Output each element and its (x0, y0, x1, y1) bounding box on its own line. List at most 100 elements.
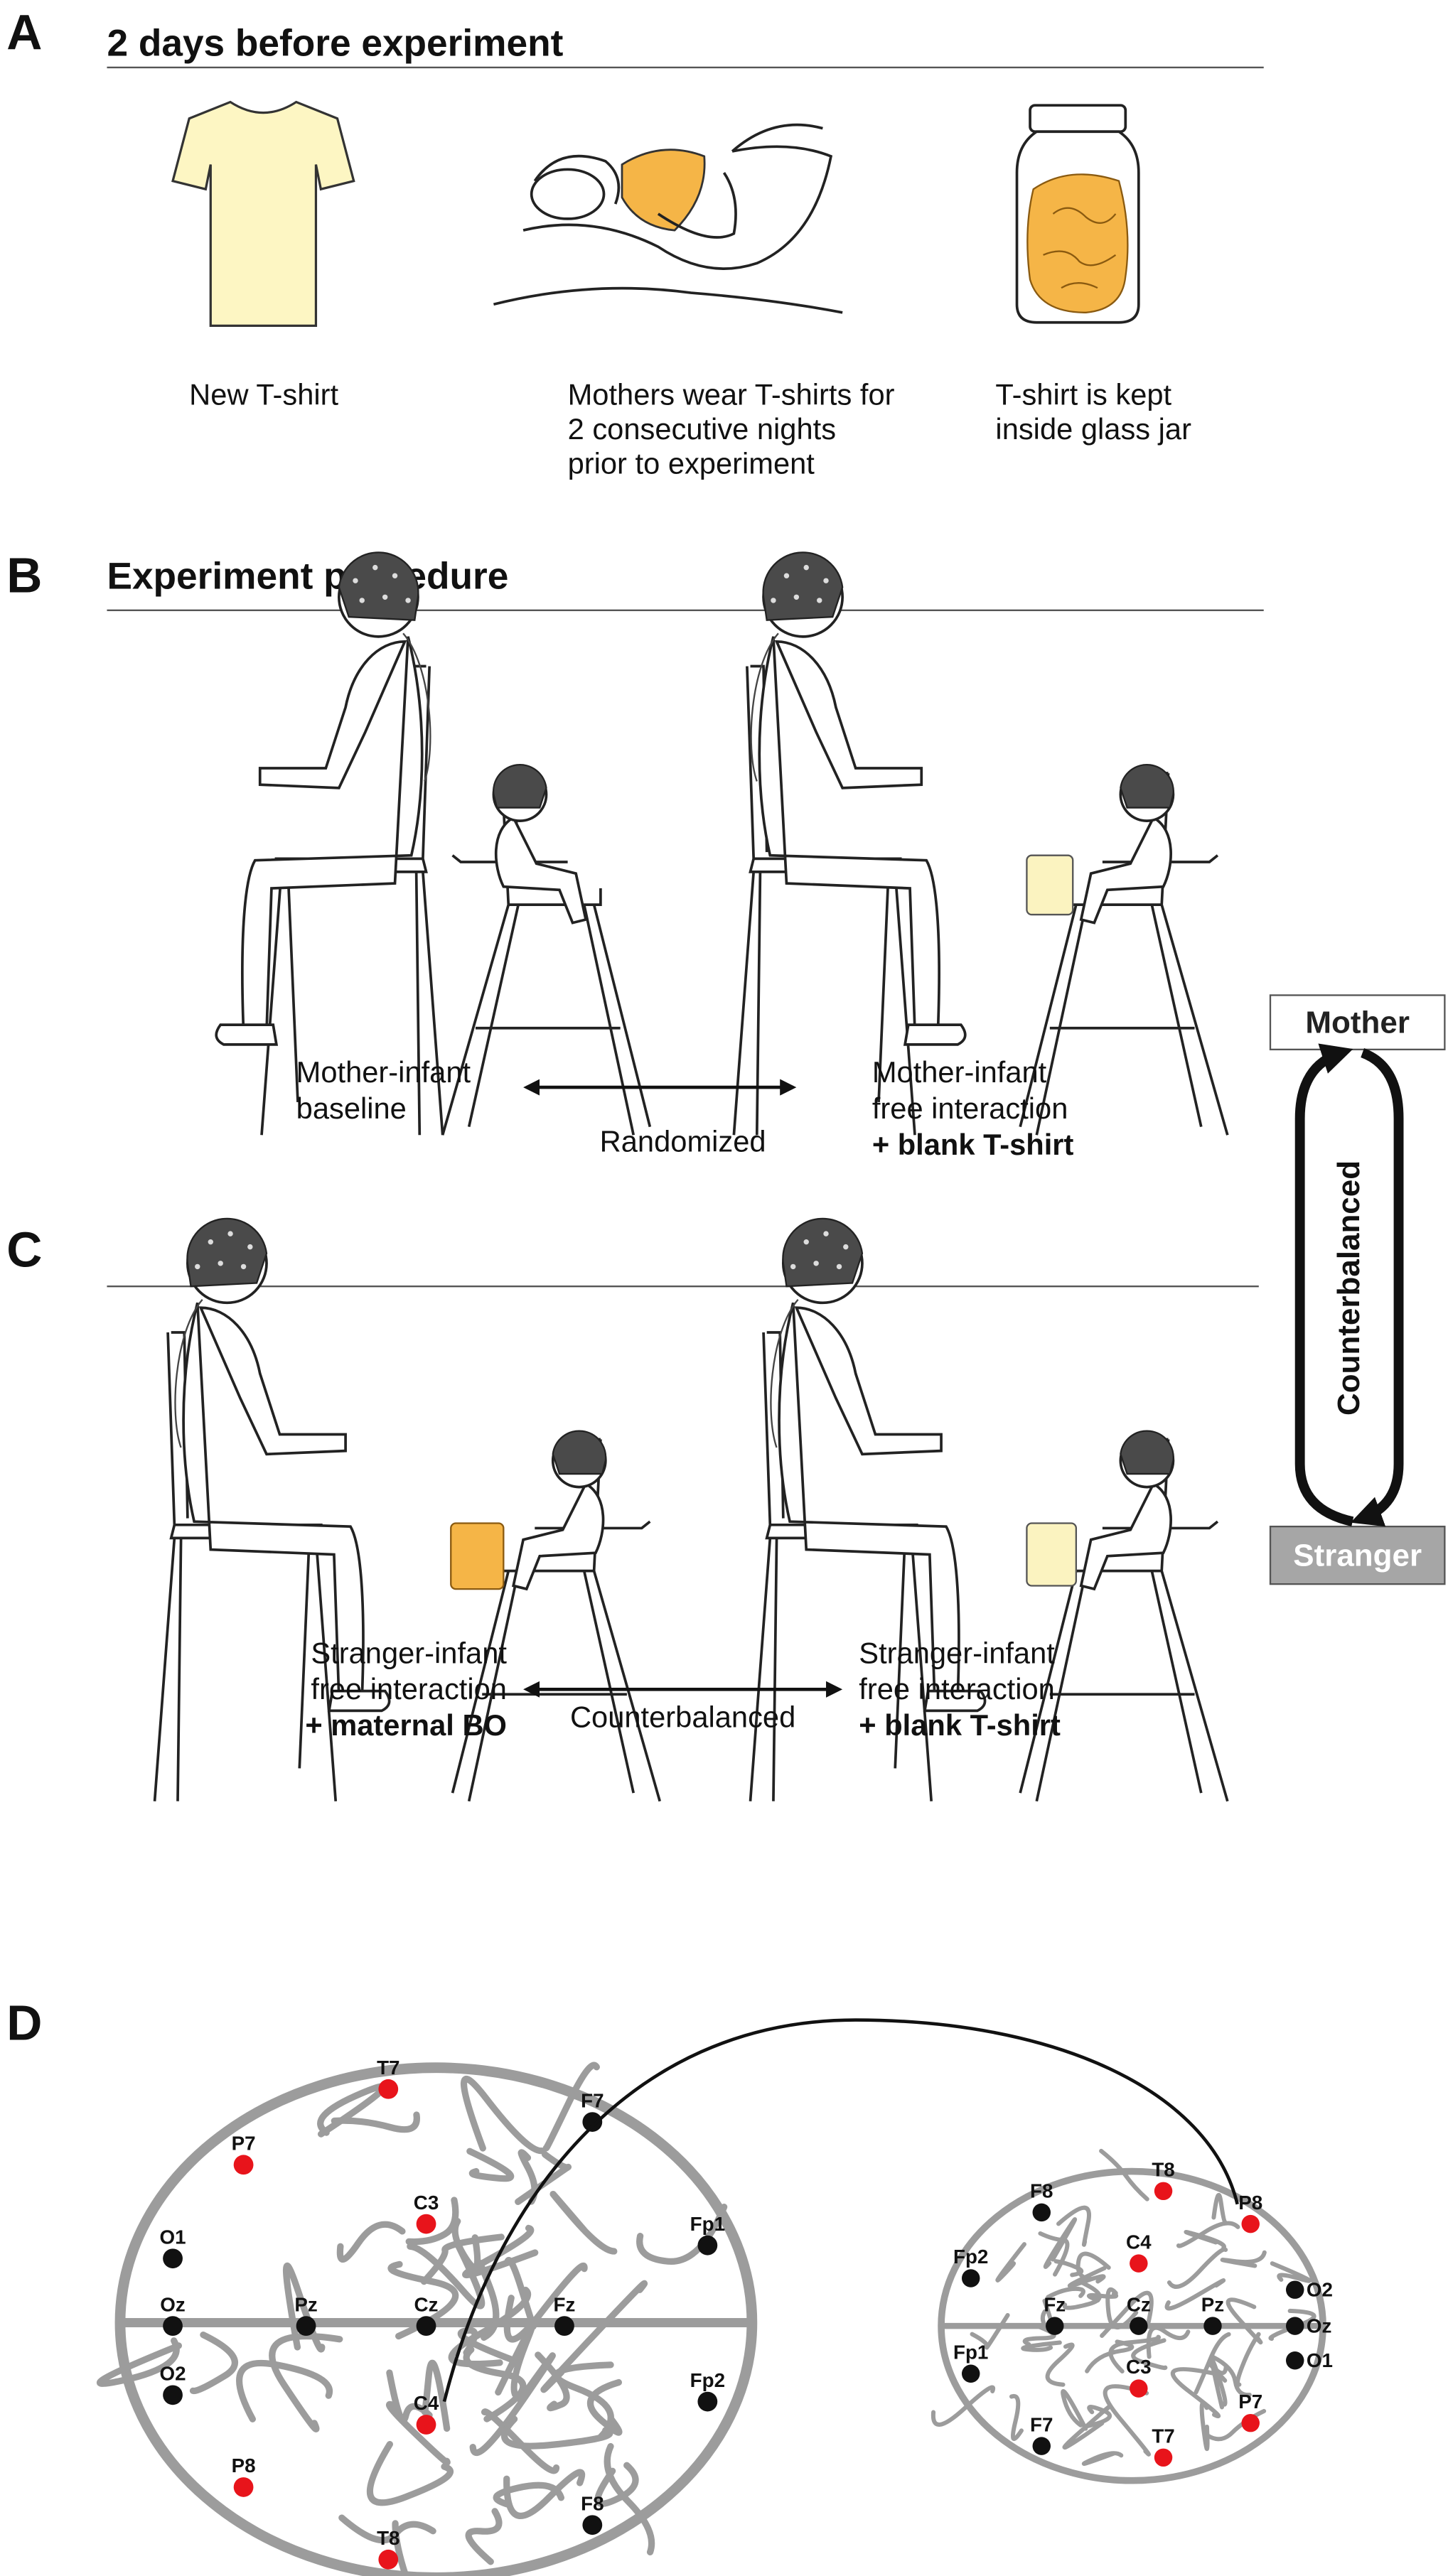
electrode-f7 (582, 2112, 603, 2132)
brain-gyrus (1056, 2205, 1091, 2247)
brain-gyrus (604, 2442, 655, 2555)
electrode-t7 (1154, 2448, 1173, 2467)
panel-label-a: A (6, 4, 42, 60)
electrode-t8 (1154, 2182, 1173, 2201)
brain-gyrus (338, 2514, 436, 2544)
electrode-p8 (1241, 2214, 1260, 2233)
electrode-label: Cz (414, 2293, 439, 2315)
brain-gyrus (1226, 2297, 1263, 2345)
brain-gyrus (1167, 2247, 1228, 2289)
electrode-label: P8 (1238, 2192, 1262, 2214)
brain-gyrus (336, 2221, 406, 2263)
sleeping-mother-illustration (493, 123, 843, 314)
randomized-label: Randomized (600, 1124, 766, 1158)
electrode-label: Fp1 (953, 2341, 988, 2363)
stranger-maternal-bo-scene (153, 1217, 662, 1803)
panel-b-title: Experiment procedure (107, 556, 508, 598)
electrode-label: Cz (1127, 2293, 1151, 2315)
electrode-o1 (1285, 2351, 1304, 2370)
brain-gyrus (1194, 2332, 1231, 2395)
electrode-f8 (1032, 2203, 1051, 2222)
blank-tshirt (1026, 1522, 1078, 1587)
electrode-label: Pz (294, 2293, 317, 2315)
electrode-p8 (233, 2477, 254, 2497)
brain-gyrus (366, 2440, 454, 2506)
blank-tshirt (1026, 854, 1074, 916)
counterbalanced-label: Counterbalanced (570, 1701, 795, 1734)
brain-gyrus (1062, 2403, 1112, 2450)
brain-gyrus (540, 2280, 648, 2393)
electrode-c3 (416, 2214, 436, 2234)
electrode-label: Oz (160, 2293, 185, 2315)
brain-gyrus (1103, 2383, 1151, 2457)
brain-gyrus (189, 2331, 239, 2395)
brain-gyrus (594, 2462, 639, 2507)
brain-gyrus (1045, 2342, 1075, 2387)
panel-label-d: D (6, 1995, 42, 2050)
mother-box (1269, 994, 1446, 1051)
brain-gyrus (1062, 2279, 1102, 2310)
brain-gyrus (1131, 2338, 1168, 2371)
brain-gyrus (1085, 2339, 1135, 2373)
brain-gyrus (1100, 2290, 1154, 2338)
electrode-fp1 (961, 2364, 980, 2383)
brain-gyrus (407, 2241, 486, 2310)
electrode-p7 (233, 2155, 254, 2175)
electrode-label: P8 (232, 2454, 256, 2477)
brain-gyrus (495, 2323, 535, 2398)
electrode-fz (554, 2316, 574, 2337)
electrode-fp1 (697, 2235, 718, 2256)
brain-gyrus (1270, 2261, 1312, 2283)
electrode-c4 (416, 2415, 436, 2435)
panel-a: A 2 days before experiment New T-shirt M… (6, 4, 1264, 480)
electrode-label: Fp1 (690, 2213, 725, 2235)
brain-gyrus (1021, 2340, 1062, 2352)
brain-gyrus (503, 2262, 588, 2343)
electrode-c3 (1130, 2379, 1148, 2398)
stranger-label: Stranger (1293, 1538, 1422, 1573)
brain-gyrus (1199, 2400, 1210, 2451)
electrode-label: T8 (377, 2527, 399, 2549)
electrode-label: Pz (1201, 2293, 1224, 2315)
electrode-label: F7 (1030, 2413, 1053, 2435)
brain-gyrus (542, 2062, 600, 2152)
brain-gyrus (1076, 2251, 1111, 2281)
electrode-pz (1203, 2317, 1222, 2335)
brain-gyrus (995, 2242, 1026, 2283)
electrode-label: Fz (1044, 2293, 1066, 2315)
electrode-label: Fz (554, 2293, 576, 2315)
electrode-pz (296, 2316, 316, 2337)
electrode-c4 (1130, 2254, 1148, 2273)
electrode-label: T7 (1152, 2425, 1174, 2447)
electrode-label: P7 (232, 2132, 256, 2154)
electrode-label: T7 (377, 2057, 399, 2079)
brain-gyrus (317, 2083, 387, 2138)
mother-baseline-scene (215, 551, 652, 1137)
electrode-cz (1130, 2317, 1148, 2335)
electrode-label: F8 (1030, 2180, 1053, 2202)
electrode-label: O1 (1307, 2349, 1333, 2371)
mother-label: Mother (1305, 1006, 1410, 1040)
brain-gyrus (1046, 2286, 1085, 2300)
brain-gyrus (465, 2508, 503, 2565)
brain-gyrus (636, 2204, 728, 2265)
brain-gyrus (405, 2197, 459, 2246)
stranger-blank-tshirt-scene (749, 1217, 1229, 1803)
brain-gyrus (586, 2378, 623, 2436)
electrode-fz (1046, 2317, 1064, 2335)
brain-gyrus (1009, 2393, 1024, 2441)
brain-gyrus (1220, 2250, 1267, 2268)
electrode-label: C3 (1126, 2356, 1152, 2378)
brain-gyrus (96, 2337, 182, 2387)
maternal-body-odor-tshirt (450, 1522, 505, 1590)
tshirt-caption: New T-shirt (189, 377, 338, 411)
brain-gyrus (448, 2286, 532, 2368)
electrode-t8 (378, 2549, 399, 2570)
